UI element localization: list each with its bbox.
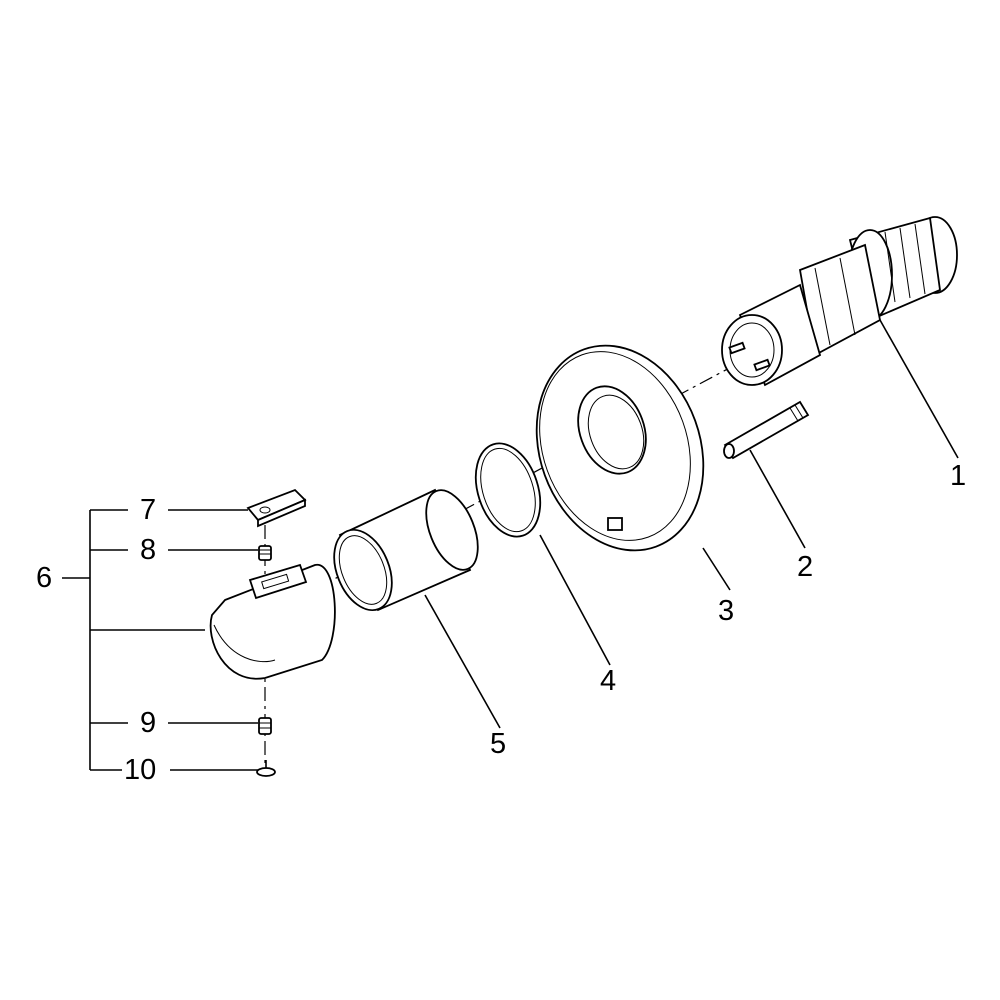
callout-7: 7	[140, 494, 157, 526]
callout-4: 4	[600, 665, 617, 697]
callout-6: 6	[36, 562, 53, 594]
callout-2: 2	[797, 551, 814, 583]
part-sleeve	[333, 488, 479, 612]
leader-5	[424, 594, 501, 729]
leader-1	[879, 319, 959, 459]
callout-1: 1	[950, 460, 967, 492]
part-screw	[256, 760, 276, 777]
callout-5: 5	[490, 728, 507, 760]
leader-4	[539, 534, 611, 666]
part-set-screw-bottom	[258, 717, 272, 735]
callout-3: 3	[718, 595, 735, 627]
part-stem	[723, 400, 810, 460]
leader-2	[749, 449, 806, 549]
callout-9: 9	[140, 707, 157, 739]
callout-10: 10	[124, 754, 157, 786]
part-set-screw-top	[258, 545, 272, 561]
part-escutcheon	[535, 344, 705, 552]
part-cap	[246, 488, 307, 528]
callout-8: 8	[140, 534, 157, 566]
leader-3	[702, 547, 731, 591]
part-cartridge	[721, 216, 958, 387]
part-handle	[209, 563, 336, 680]
part-o-ring	[474, 442, 542, 538]
